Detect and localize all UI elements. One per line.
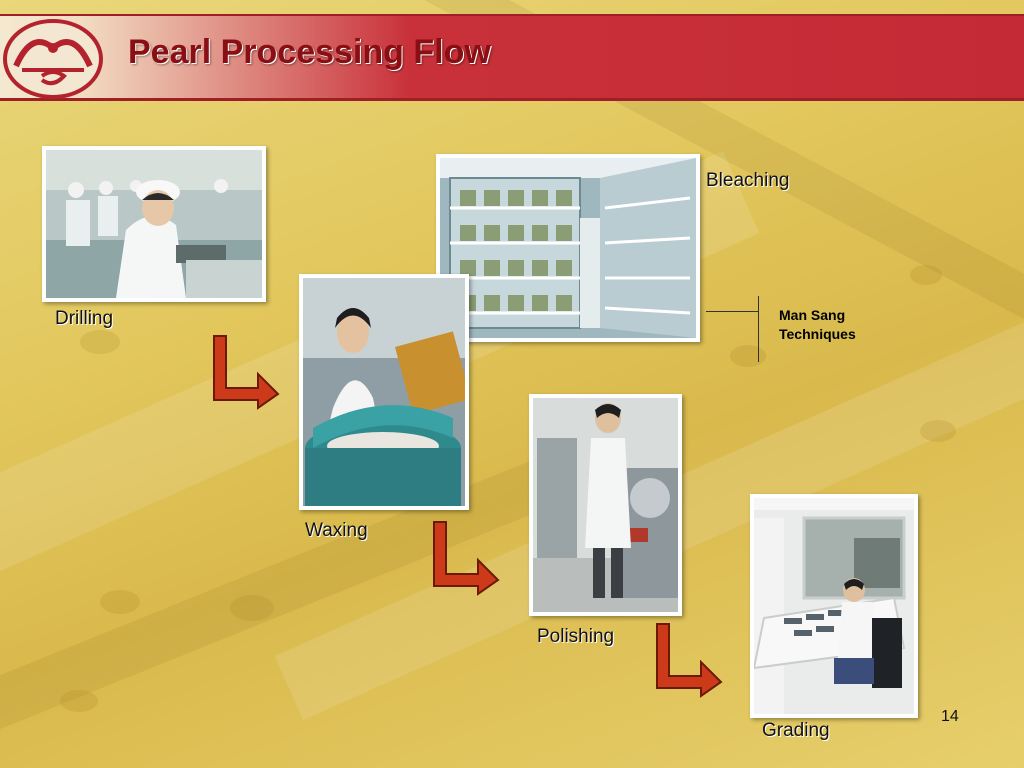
step-arrow-icon [433, 521, 500, 596]
annotation-text: Man Sang Techniques [779, 306, 856, 344]
waxing-photo [299, 274, 469, 510]
background-dot [920, 420, 956, 442]
page-number: 14 [941, 708, 959, 725]
slide-title: Pearl Processing Flow [128, 33, 491, 71]
step-label-bleaching: Bleaching [706, 170, 790, 191]
annotation-line2: Techniques [779, 326, 856, 342]
step-label-drilling: Drilling [55, 308, 114, 329]
bleaching-photo [436, 154, 700, 342]
connector-line [706, 311, 758, 312]
step-label-waxing: Waxing [305, 520, 368, 541]
background-dot [80, 330, 120, 354]
step-label-polishing: Polishing [537, 626, 615, 647]
background-dot [100, 590, 140, 614]
company-logo-icon [3, 19, 103, 99]
title-bar [0, 14, 1024, 101]
background-dot [730, 345, 766, 367]
step-arrow-icon [213, 335, 280, 410]
step-label-grading: Grading [762, 720, 830, 741]
background-dot [230, 595, 274, 621]
grading-photo [750, 494, 918, 718]
background-dot [60, 690, 98, 712]
background-dot [910, 265, 942, 285]
polishing-photo [529, 394, 682, 616]
annotation-line1: Man Sang [779, 307, 846, 323]
connector-line [758, 296, 759, 362]
drilling-photo [42, 146, 266, 302]
step-arrow-icon [656, 623, 723, 698]
